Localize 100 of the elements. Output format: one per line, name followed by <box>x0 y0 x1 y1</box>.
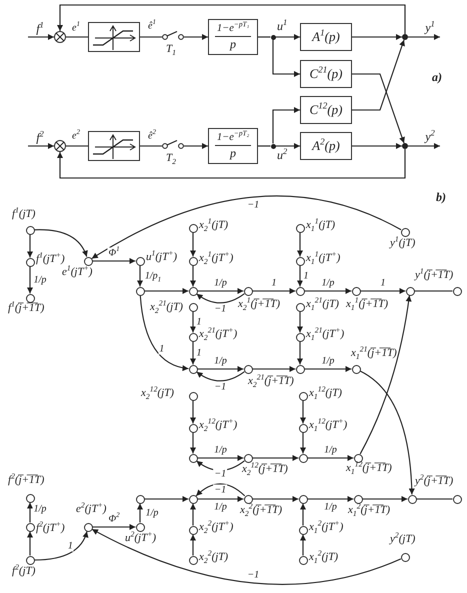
connector-line <box>414 290 452 292</box>
signal-label: x$_{1}$$^{2}$(jT) <box>309 551 338 564</box>
graph-node <box>400 228 410 236</box>
transfer-function-box: A$^{1}$(p) <box>300 23 352 51</box>
arrow <box>196 483 246 496</box>
connector-line <box>66 36 88 38</box>
edge-label: 1 <box>302 270 310 282</box>
graph-node <box>188 302 198 312</box>
graph-node <box>84 522 92 532</box>
graph-node <box>188 224 198 232</box>
graph-node <box>298 526 308 534</box>
graph-node <box>296 286 304 296</box>
signal-label: x$_{1}$$^{2}$(jT$^{+}$) <box>309 521 344 534</box>
edge-label: y$^{2}$ <box>424 132 436 142</box>
graph-node <box>298 424 308 432</box>
signal-label: x$_{1}$$^{1}$(j̅+̅1̅T) <box>346 298 388 311</box>
arrow <box>300 432 306 454</box>
signal-label: y$^{1}$(j̅+̅1̅T) <box>415 269 454 282</box>
graph-node <box>26 494 34 502</box>
edge-label: −1 <box>213 381 228 392</box>
signal-label: e$^{1}$(jT$^{+}$) <box>62 266 92 279</box>
arrow <box>308 455 354 461</box>
graph-node <box>296 332 304 342</box>
arrow <box>92 195 402 260</box>
graph-node <box>136 286 144 296</box>
signal-label: u$^{2}$(jT$^{+}$) <box>125 532 156 545</box>
graph-node <box>406 286 414 296</box>
saturation-block <box>88 22 140 52</box>
connector-line <box>258 145 270 147</box>
edge-label: 1/p <box>213 444 228 456</box>
graph-node <box>408 494 416 504</box>
edge-label: 1/p <box>323 444 338 456</box>
graph-node <box>352 364 360 374</box>
arrow <box>360 370 415 495</box>
graph-node <box>400 552 410 562</box>
signal-label: x$_{2}$$^{21}$(jT) <box>150 301 183 314</box>
connector-line <box>66 145 88 147</box>
edge-label: −1 <box>246 570 260 580</box>
signal-label: x$_{2}$$^{1}$(jT$^{+}$) <box>199 252 234 265</box>
arrow <box>252 455 298 461</box>
signal-label: x$_{2}$$^{12}$(jT$^{+}$) <box>199 419 238 432</box>
arrow <box>144 496 188 502</box>
signal-label: u$^{2}$ <box>277 149 288 162</box>
arrow <box>297 266 303 286</box>
signal-label: f$^{2}$(j̅+̅1̅T) <box>8 474 44 487</box>
graph-node <box>188 332 198 342</box>
arrow <box>252 288 296 294</box>
arrow <box>28 34 54 40</box>
saturation-block <box>88 131 140 161</box>
graph-node <box>296 256 304 266</box>
signal-label: x$_{1}$$^{1}$(jT) <box>306 219 336 232</box>
graph-node <box>244 364 252 374</box>
arrow <box>360 295 412 454</box>
transfer-function-box <box>208 19 258 55</box>
graph-node <box>26 522 34 532</box>
edge-label: 1/p <box>323 502 338 512</box>
graph-node <box>188 286 198 296</box>
graph-node <box>136 256 144 266</box>
graph-node <box>244 454 252 462</box>
edge-label: f$^{2}$ <box>35 132 45 144</box>
arrow <box>252 366 296 372</box>
denominator: p <box>230 37 236 52</box>
edge-label: 1/p <box>213 502 228 512</box>
signal-label: u$^{1}$(jT$^{+}$) <box>146 251 178 264</box>
arrow <box>184 34 208 40</box>
signal-label: f$^{1}$(jT$^{+}$) <box>36 253 65 266</box>
signal-label: x$_{1}$$^{21}$(jT$^{+}$) <box>306 328 344 341</box>
edge-label: ê$^{1}$ <box>147 20 157 32</box>
arrow <box>300 400 306 424</box>
arrow <box>352 73 405 144</box>
arrow <box>34 531 88 561</box>
signal-label: x$_{2}$$^{12}$(jT) <box>141 387 174 400</box>
arrow <box>57 149 406 179</box>
arrow <box>57 4 406 34</box>
arrow <box>198 366 244 372</box>
arrow <box>360 288 406 294</box>
graph-node <box>296 364 304 374</box>
graph-node <box>26 258 34 266</box>
edge-label: 1/p <box>32 274 48 286</box>
signal-label: x$_{1}$$^{21}$(jT) <box>306 298 339 311</box>
edge-label: y$^{1}$ <box>424 22 436 34</box>
edge-label: 1 <box>196 316 202 328</box>
edge-label: e$^{2}$ <box>71 130 81 142</box>
connector-line <box>258 36 270 38</box>
connector-line <box>140 145 162 147</box>
arrow <box>304 288 352 294</box>
arrow <box>297 342 303 364</box>
arrow <box>352 40 405 111</box>
arrow <box>352 143 402 149</box>
connector-line <box>140 36 162 38</box>
arrow <box>308 496 354 502</box>
arrow <box>196 293 245 304</box>
signal-label: x$_{1}$$^{1}$(jT$^{+}$) <box>306 252 340 265</box>
signal-label: f$^{2}$(jT$^{+}$) <box>36 522 65 535</box>
edge-label: 1/p$_{1}$ <box>144 270 162 282</box>
arrow <box>300 504 306 526</box>
arrow <box>27 502 33 522</box>
edge-label: ê$^{2}$ <box>147 130 157 142</box>
transfer-function-box: A$^{2}$(p) <box>300 132 352 160</box>
arrow <box>304 366 352 372</box>
